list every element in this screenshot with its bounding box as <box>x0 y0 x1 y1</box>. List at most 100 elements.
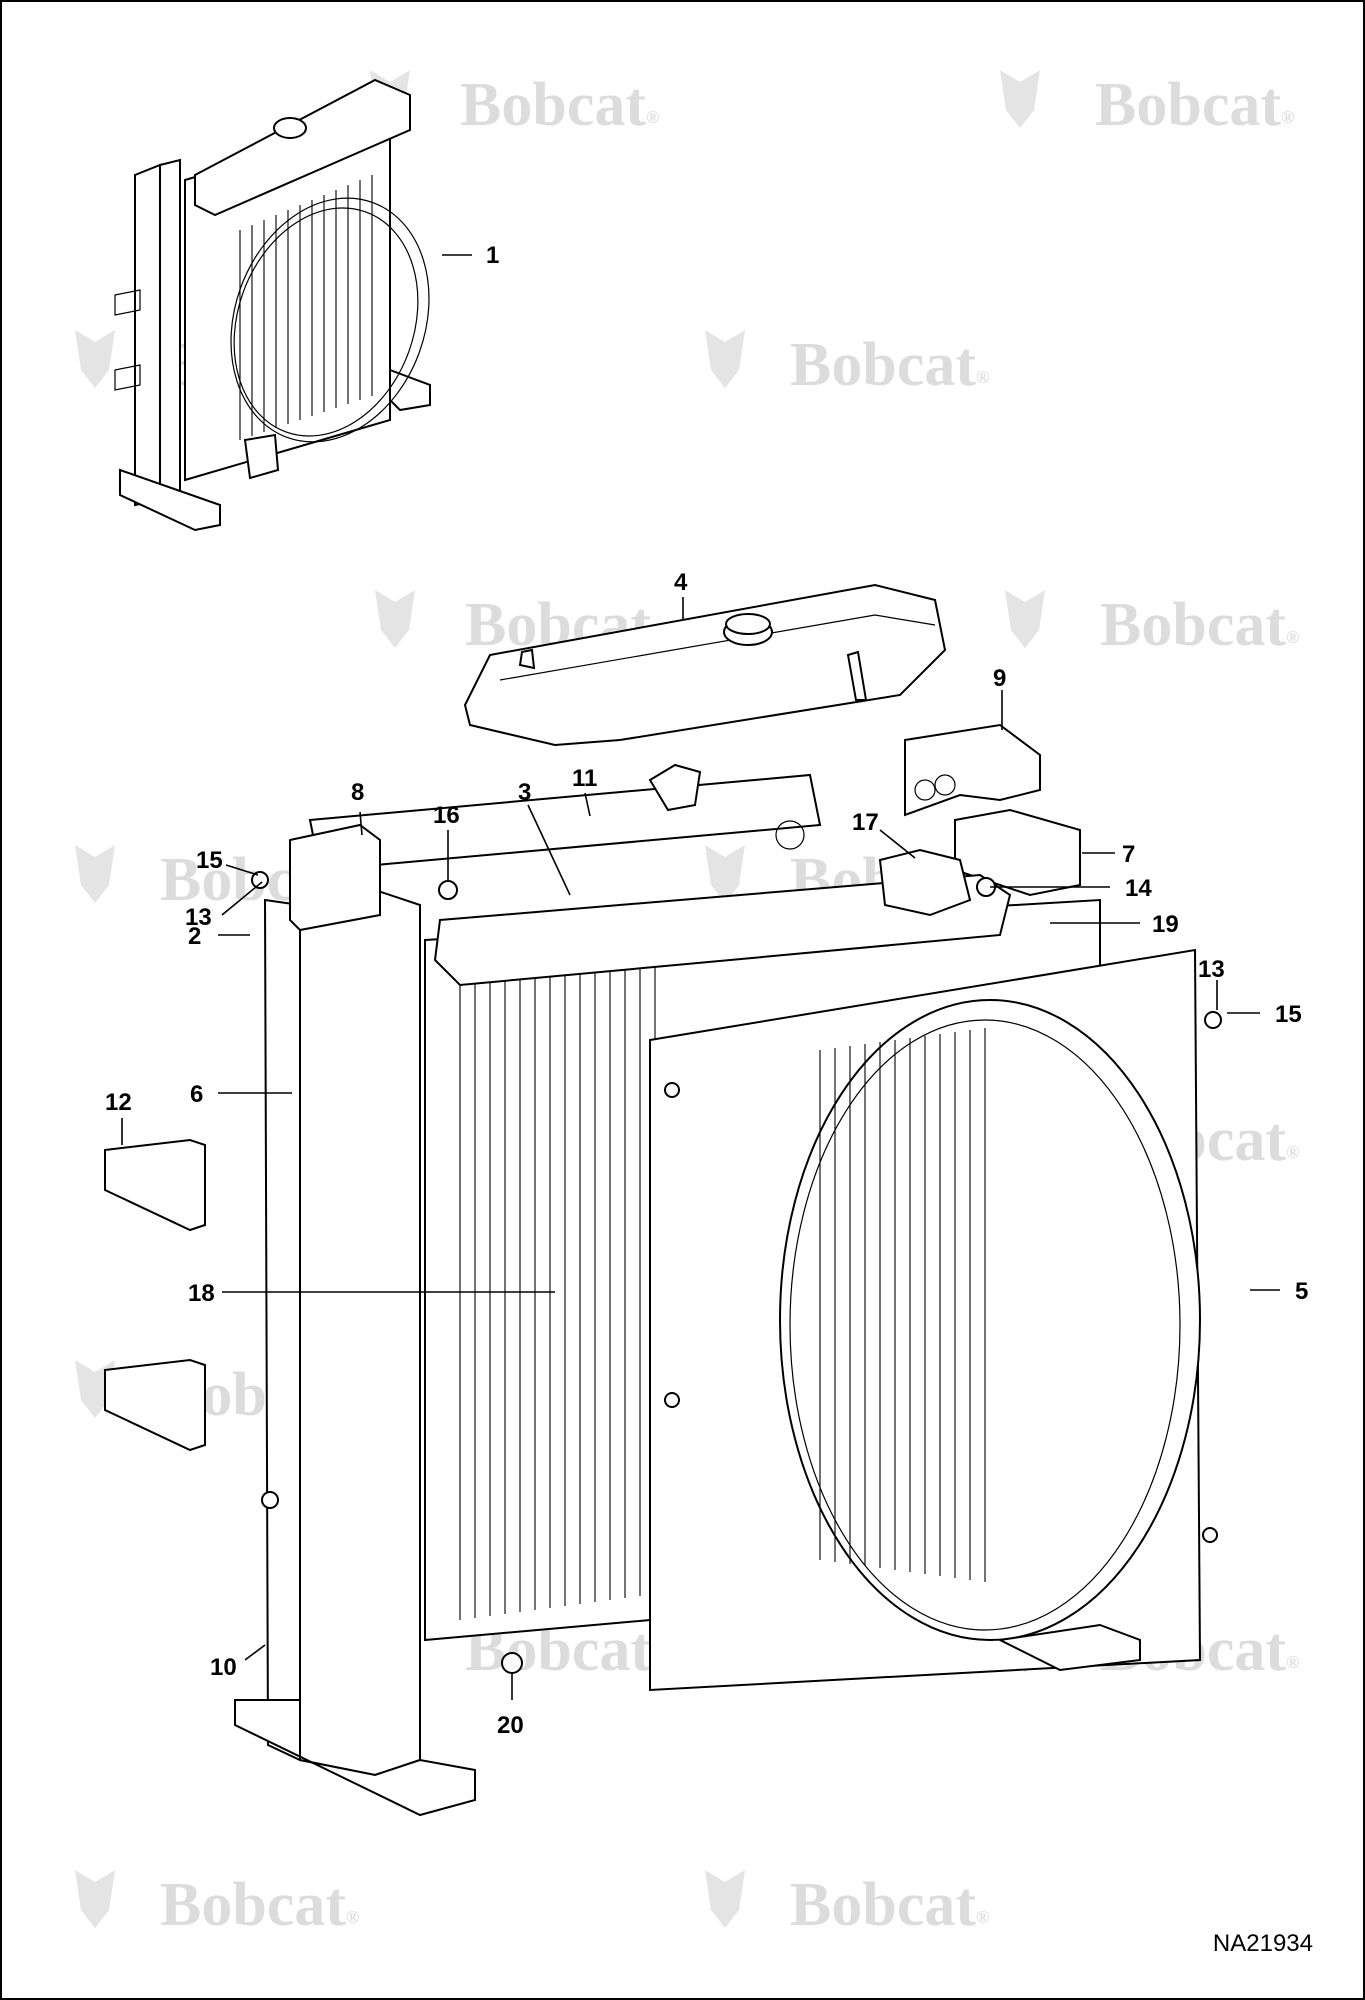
watermark-text: Bobcat® <box>790 1871 989 1939</box>
overview-frame-post <box>159 158 181 502</box>
bolt <box>1204 1011 1222 1029</box>
top-bar <box>308 773 822 872</box>
shroud-visible-fins <box>819 1028 986 1582</box>
overview-bracket <box>114 289 141 316</box>
leader-13a <box>221 881 263 916</box>
watermark: Bobcat® <box>975 590 1299 659</box>
bobcat-head-icon <box>345 590 445 648</box>
bobcat-head-icon <box>45 330 145 388</box>
bolt <box>664 1392 680 1408</box>
callout-labels: 1 2 3 4 5 6 7 8 9 10 11 12 13 13 14 15 1… <box>105 242 1308 1739</box>
strap-bracket-upper <box>104 1138 206 1232</box>
callout-2: 2 <box>188 923 201 950</box>
top-bracket-hole <box>934 774 956 796</box>
watermark-text: Bobcat® <box>1095 71 1294 139</box>
leader-15a <box>225 864 259 876</box>
overview-frame-post <box>134 163 161 507</box>
strap-bracket-lower <box>104 1358 206 1452</box>
figure-id: NA21934 <box>1212 1930 1313 1957</box>
bolt <box>438 880 458 900</box>
callout-5: 5 <box>1295 1278 1308 1305</box>
watermark: Bobcat® <box>340 70 659 139</box>
callout-13-right: 13 <box>1198 956 1225 983</box>
drain-fitting <box>501 1652 523 1674</box>
watermark: Bobcat® <box>675 1870 989 1939</box>
callout-10: 10 <box>210 1654 237 1681</box>
leader-10 <box>244 1644 266 1661</box>
bobcat-head-icon <box>675 1870 775 1928</box>
expansion-tank-hose-barb <box>518 648 536 670</box>
left-upright-rear <box>263 898 301 1762</box>
watermark-text: Bobcat® <box>1100 591 1299 659</box>
callout-13-left: 13 <box>185 904 212 931</box>
bobcat-head-icon <box>45 845 145 903</box>
overview-fan-ring <box>230 197 430 443</box>
overview-top-tank <box>194 78 411 217</box>
top-bracket-hole <box>914 779 936 801</box>
left-upright-front <box>299 888 421 1777</box>
expansion-tank-seam <box>499 614 936 681</box>
overview-core-fins <box>239 175 373 440</box>
watermark: Bobcat® <box>45 1870 359 1939</box>
bobcat-head-icon <box>970 70 1070 128</box>
watermark-text: Bobcat® <box>160 1871 359 1939</box>
callout-9: 9 <box>993 665 1006 692</box>
bolt <box>664 1082 680 1098</box>
callout-18: 18 <box>188 1280 215 1307</box>
callout-1: 1 <box>486 242 499 269</box>
assembly-overview <box>114 78 431 532</box>
overview-foot <box>383 368 431 412</box>
expansion-tank-hose-barb <box>846 650 868 701</box>
upper-hose-neck <box>648 763 702 812</box>
upper-radiator-tank <box>433 873 1012 987</box>
fan-shroud-ring-inner <box>789 1019 1181 1631</box>
leader-17 <box>879 829 916 859</box>
overview-foot <box>119 468 221 532</box>
watermark: Bobcat® <box>970 70 1294 139</box>
callout-3: 3 <box>518 779 531 806</box>
watermark-text: Bobcat® <box>460 71 659 139</box>
callout-11: 11 <box>572 765 597 792</box>
callout-12: 12 <box>105 1089 132 1116</box>
fasteners <box>251 871 1222 1543</box>
overview-cap <box>273 117 307 139</box>
bolt <box>261 1491 279 1509</box>
callout-14: 14 <box>1125 875 1152 902</box>
leader-lines <box>121 254 1280 1700</box>
callout-19: 19 <box>1152 911 1179 938</box>
overview-bracket <box>114 364 141 391</box>
fan-shroud-ring <box>779 999 1201 1641</box>
overview-outlet-pipe <box>243 433 280 480</box>
callout-7: 7 <box>1122 841 1135 868</box>
exploded-view: 1 2 3 4 5 6 7 8 9 10 11 12 13 13 14 15 1… <box>104 242 1308 1817</box>
expansion-tank <box>463 583 947 747</box>
top-bar-hole <box>775 820 805 850</box>
callout-8: 8 <box>351 779 364 806</box>
left-foot <box>234 1699 476 1817</box>
leader-3 <box>527 804 571 896</box>
left-mount-plate <box>289 823 381 932</box>
callout-15-left: 15 <box>196 847 223 874</box>
bobcat-head-icon <box>45 1870 145 1928</box>
bobcat-head-icon <box>975 590 1075 648</box>
callout-20: 20 <box>497 1712 524 1739</box>
right-foot <box>996 1623 1141 1672</box>
bobcat-head-icon <box>45 1360 145 1418</box>
upper-hose <box>878 848 972 917</box>
leader-8 <box>359 811 363 836</box>
radiator-core-fins <box>459 934 656 1620</box>
callout-6: 6 <box>190 1081 203 1108</box>
bobcat-head-icon <box>675 845 775 903</box>
callout-15-right: 15 <box>1275 1001 1302 1028</box>
top-bracket-right <box>904 723 1041 817</box>
callout-4: 4 <box>674 569 688 596</box>
leader-11 <box>584 792 591 817</box>
expansion-tank-cap-top <box>725 613 771 635</box>
bobcat-head-icon <box>675 330 775 388</box>
callout-17: 17 <box>852 809 879 836</box>
overview-fan-ring-inner <box>233 207 419 437</box>
callout-16: 16 <box>433 802 460 829</box>
watermark: Bobcat® <box>675 330 989 399</box>
